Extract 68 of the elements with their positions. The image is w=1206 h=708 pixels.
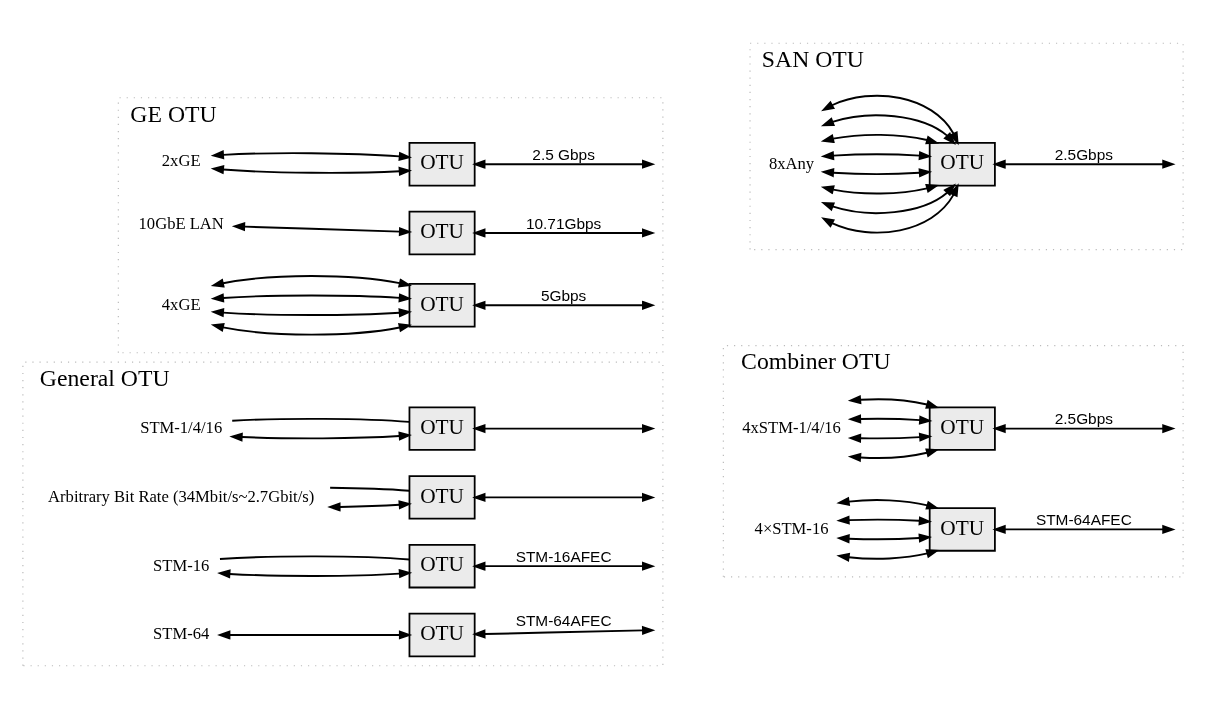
arrow [472,625,656,639]
arrow [847,432,933,443]
arrow [836,496,940,510]
arrow [820,183,940,194]
arrow [210,164,413,176]
node-box: OTU [408,141,476,186]
edge-label: STM-16AFEC [515,547,612,565]
arrow [847,394,940,409]
node-text: STM-16 [153,555,210,575]
node-box: OTU [408,210,476,255]
edge-label: 5Gbps [540,286,587,304]
arrow [217,629,413,640]
arrow [847,413,933,425]
node-text: Arbitrary Bit Rate (34Mbit/s~2.7Gbit/s) [48,486,315,506]
arrow [210,322,412,336]
connector [329,486,411,492]
arrow [327,499,412,512]
connector [219,554,411,560]
node-box: OTU [408,282,476,327]
node-text: STM-1/4/16 [140,417,223,437]
node-box: OTU [928,141,996,186]
arrow [821,94,959,145]
arrow [217,568,413,579]
arrow [836,514,933,525]
arrow [820,182,956,214]
edge-label: 2.5 Gbps [532,145,595,163]
arrow [210,149,413,161]
arrow [820,150,933,160]
node-text: 2xGE [161,150,201,170]
node-box: OTU [408,543,476,588]
arrow [820,167,933,177]
node-box: OTU [408,405,476,451]
node-box: OTU [928,506,996,552]
arrow [820,133,940,144]
arrow [231,221,413,236]
node-text: 8xAny [768,153,815,173]
arrow [472,300,656,310]
node-text: 4×STM-16 [754,518,829,538]
arrow [820,113,956,145]
node-text: STM-64 [153,623,210,643]
arrow [836,548,940,562]
arrow [472,159,656,169]
arrow [210,292,413,302]
arrow [472,492,656,502]
edge-label: 10.71Gbps [525,214,602,232]
node-box: OTU [408,612,476,657]
arrow [992,159,1176,169]
arrow [821,182,959,234]
edge-label: 2.5Gbps [1054,409,1113,427]
arrow [992,524,1176,534]
arrow [472,423,656,433]
arrow [992,423,1176,433]
node-text: 4xSTM-1/4/16 [742,417,841,437]
arrow [847,447,940,462]
arrow [472,227,656,238]
edge-label: STM-64AFEC [515,611,612,629]
edge-label: 2.5Gbps [1054,145,1113,163]
node-text: 10GbE LAN [138,213,224,233]
node-box: OTU [408,474,476,520]
node-text: 4xGE [161,294,201,314]
arrow [210,274,412,288]
arrow [836,532,933,543]
connector [231,417,411,423]
arrow [229,430,412,442]
arrow [472,561,656,571]
node-box: OTU [928,405,996,451]
arrow [210,307,413,317]
edge-label: STM-64AFEC [1035,510,1132,528]
